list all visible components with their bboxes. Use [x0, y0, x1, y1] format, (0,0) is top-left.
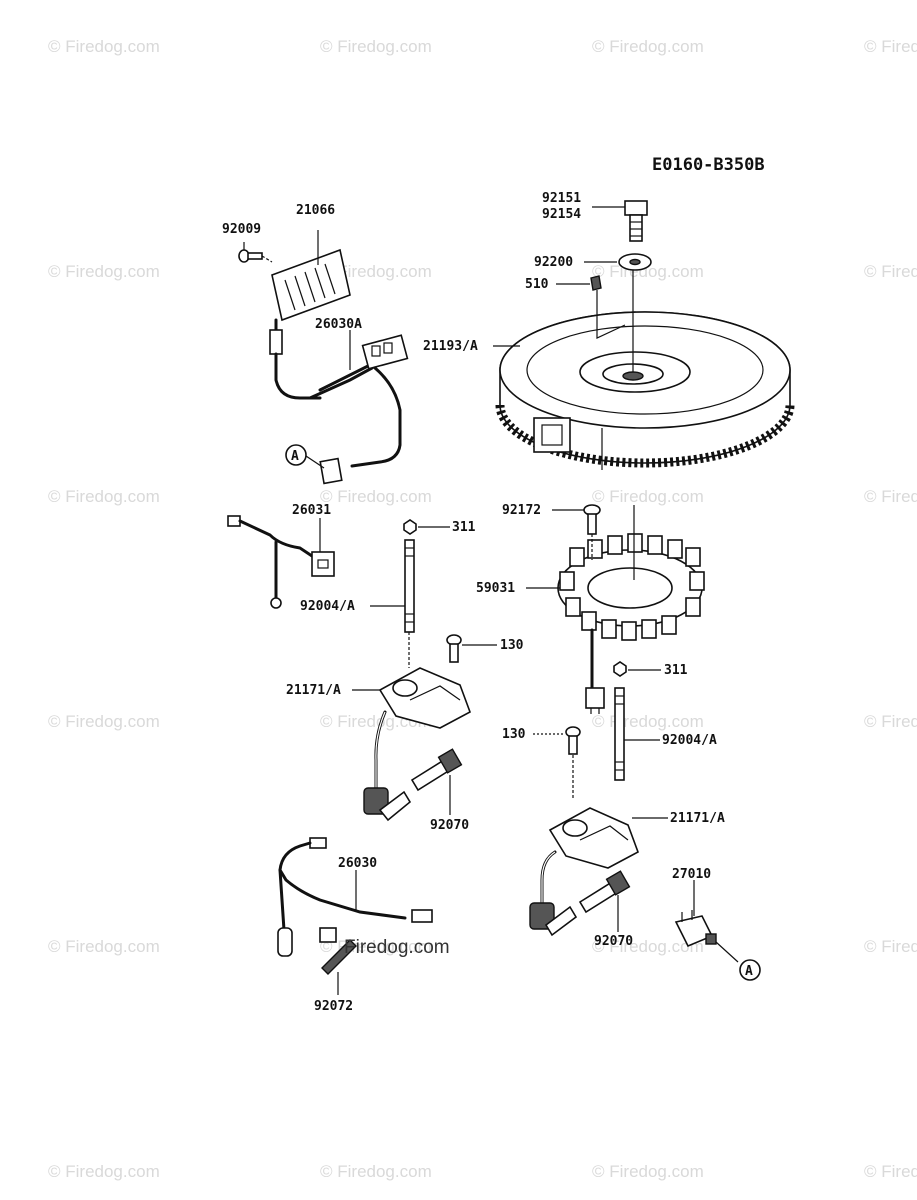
- watermark: © Firedog.com: [592, 712, 704, 731]
- harness-26030: [277, 837, 433, 957]
- label-92151: 92151: [542, 191, 581, 206]
- watermark: © Firedog.com: [48, 712, 160, 731]
- stator: [557, 505, 705, 641]
- label-92070-right: 92070: [594, 934, 633, 949]
- connector-ref-a-right: [739, 959, 761, 981]
- center-watermark: Firedog.com: [344, 937, 450, 958]
- label-510: 510: [525, 277, 549, 292]
- label-92070-left: 92070: [430, 818, 469, 833]
- label-92072: 92072: [314, 999, 353, 1014]
- watermark: © Firedog.com: [592, 487, 704, 506]
- watermark: © Firedog.com: [320, 487, 432, 506]
- screw-92009: [238, 242, 273, 263]
- watermark: © Firedog.com: [592, 937, 704, 956]
- diagram-code: E0160-B350B: [652, 155, 765, 175]
- watermark: © Firedog.com: [48, 937, 160, 956]
- label-130-right: 130: [502, 727, 526, 742]
- watermark: © Firedog.com: [48, 37, 160, 56]
- watermark: © Firedog.com: [592, 1162, 704, 1181]
- oil-switch-27010: [674, 880, 739, 963]
- label-27010: 27010: [672, 867, 711, 882]
- connector-ref-a: [285, 444, 307, 466]
- watermark: © Firedog.com: [320, 1162, 432, 1181]
- watermark: © Firedog.com: [320, 37, 432, 56]
- spark-plug-right: [578, 870, 631, 932]
- bolt-130-left: [446, 634, 497, 663]
- spark-plug-left: [410, 748, 463, 815]
- clamp-92072: [319, 927, 357, 995]
- ignition-coil-left: [352, 667, 471, 822]
- watermark: © Firedog.com: [864, 1162, 917, 1181]
- label-26030: 26030: [338, 856, 377, 871]
- label-21193a: 21193/A: [423, 339, 478, 354]
- label-26031: 26031: [292, 503, 331, 518]
- label-311-top: 311: [452, 520, 476, 535]
- watermark: © Firedog.com: [864, 262, 917, 281]
- key-510: [590, 275, 602, 291]
- label-21171a-left: 21171/A: [286, 683, 341, 698]
- watermark: © Firedog.com: [48, 487, 160, 506]
- watermark: © Firedog.com: [48, 262, 160, 281]
- label-59031: 59031: [476, 581, 515, 596]
- flywheel: [495, 311, 795, 470]
- label-26030a: 26030A: [315, 317, 362, 332]
- regulator: [271, 230, 351, 322]
- label-92004a-left: 92004/A: [300, 599, 355, 614]
- label-21171a-right: 21171/A: [670, 811, 725, 826]
- label-92004a-right: 92004/A: [662, 733, 717, 748]
- bolt-92151: [624, 200, 648, 242]
- connector-ref-a-right-label: A: [745, 964, 753, 979]
- label-21066: 21066: [296, 203, 335, 218]
- watermark: © Firedog.com: [864, 937, 917, 956]
- label-130-left: 130: [500, 638, 524, 653]
- bolt-130-right: [533, 726, 581, 800]
- watermark: © Firedog.com: [592, 37, 704, 56]
- watermark: © Firedog.com: [320, 262, 432, 281]
- watermarks: © Firedog.com © Firedog.com © Firedog.co…: [48, 37, 917, 1181]
- ignition-coil-right: [529, 807, 668, 937]
- harness-26030a: [269, 318, 409, 485]
- harness-26031: [227, 515, 335, 609]
- label-92200: 92200: [534, 255, 573, 270]
- connector-ref-a-label: A: [291, 449, 299, 464]
- watermark: © Firedog.com: [864, 487, 917, 506]
- label-92009: 92009: [222, 222, 261, 237]
- watermark: © Firedog.com: [864, 712, 917, 731]
- watermark: © Firedog.com: [592, 262, 704, 281]
- stud-left: [403, 519, 450, 668]
- label-311-right: 311: [664, 663, 688, 678]
- stud-right: [613, 661, 661, 781]
- watermark: © Firedog.com: [48, 1162, 160, 1181]
- label-92154: 92154: [542, 207, 581, 222]
- label-92172: 92172: [502, 503, 541, 518]
- watermark: © Firedog.com: [864, 37, 917, 56]
